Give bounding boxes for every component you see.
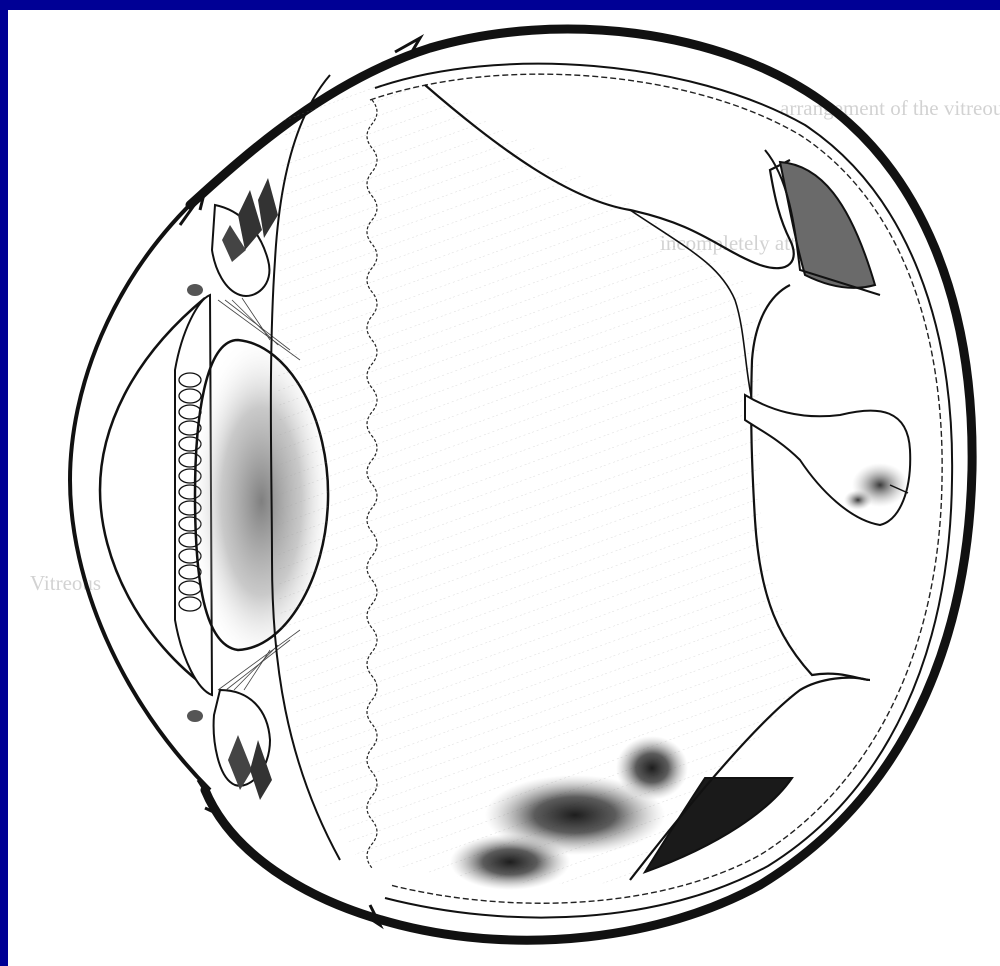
bleed-text-3: Vitreous (30, 571, 101, 595)
illustration-panel: arrangement of the vitreous body incompl… (8, 10, 1000, 966)
arrow-bottom (198, 780, 220, 815)
vitreous-body (277, 83, 815, 884)
eye-diagram: arrangement of the vitreous body incompl… (8, 10, 1000, 966)
arrow-top (180, 190, 205, 225)
hemorrhage-3 (450, 834, 570, 890)
macular-shadow-2 (844, 490, 872, 510)
